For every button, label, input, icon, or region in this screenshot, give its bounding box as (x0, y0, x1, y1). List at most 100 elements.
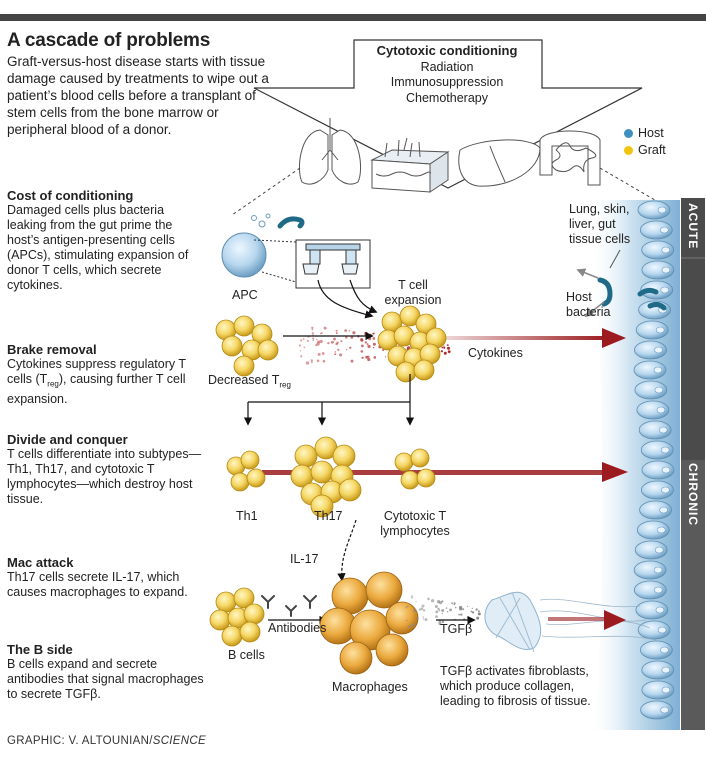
ctl-cell (394, 452, 414, 472)
section-heading: Divide and conquer (7, 432, 128, 447)
tissue-cell-nucleus (653, 566, 663, 574)
tissue-cell (637, 620, 671, 640)
particle (443, 351, 447, 355)
host-bacteria-icons (597, 277, 667, 311)
particle (366, 343, 369, 346)
tissue-cell-nucleus (658, 426, 668, 434)
tissue-cell (636, 520, 670, 540)
tissue-cell (640, 700, 673, 720)
tissue-cell-nucleus (654, 546, 664, 554)
t-cell (395, 361, 417, 383)
tissue-cell (640, 440, 674, 460)
apc-cell (221, 213, 305, 278)
particle (345, 349, 348, 351)
conditioning-heading: Cytotoxic conditioning (376, 43, 518, 58)
particle (434, 605, 438, 608)
particle (447, 350, 451, 353)
section-body: Th17 cells secrete IL-17, which causes m… (7, 570, 188, 599)
label-tissue-cells: Lung, skin, liver, gut tissue cells (569, 202, 631, 246)
tissue-cell (641, 680, 675, 700)
particle (413, 610, 416, 613)
particle (478, 610, 480, 613)
particle (330, 340, 334, 344)
particle (460, 613, 463, 616)
th17-cells (290, 436, 362, 518)
particle (361, 344, 364, 348)
tissue-cell-nucleus (656, 526, 666, 534)
particle (327, 341, 330, 345)
macrophage-cluster (319, 571, 419, 675)
tissue-cell (641, 480, 674, 500)
particle (422, 609, 426, 612)
conditioning-item: Radiation (420, 59, 474, 74)
particle (365, 355, 368, 359)
particle (449, 608, 452, 612)
fibroblast-icon (484, 591, 542, 653)
particle (405, 606, 408, 609)
particle (411, 597, 413, 599)
graphic-credit: GRAPHIC: V. ALTOUNIAN/SCIENCE (7, 735, 206, 747)
section-the-b-side: The B side B cells expand and secrete an… (7, 642, 207, 702)
particle (317, 352, 321, 356)
particle (458, 613, 460, 616)
particle (476, 616, 480, 620)
particle (410, 623, 413, 626)
particle (312, 334, 314, 336)
particle (435, 615, 438, 618)
label-tgfb: TGFβ (440, 622, 473, 636)
particle (384, 356, 387, 358)
particle (435, 610, 439, 614)
particle (372, 347, 375, 349)
particle (462, 608, 465, 611)
section-heading: The B side (7, 642, 73, 657)
particle (441, 620, 445, 623)
particle (367, 357, 371, 362)
section-heading: Brake removal (7, 342, 97, 357)
label-cytokines: Cytokines (468, 346, 523, 360)
tissue-cell-nucleus (661, 266, 671, 274)
cytokine-arrowhead (602, 328, 626, 348)
particle (466, 605, 469, 607)
tissue-cell (639, 220, 673, 240)
tissue-cell-nucleus (660, 706, 669, 714)
label-il17: IL-17 (290, 552, 319, 566)
label-antibodies: Antibodies (268, 621, 327, 635)
particle (477, 612, 481, 616)
particle (441, 600, 444, 603)
particle (459, 607, 463, 611)
particle (334, 353, 336, 356)
particle (310, 359, 313, 362)
particle (312, 339, 315, 342)
particle (335, 329, 338, 332)
tissue-cell (634, 540, 668, 560)
particle (441, 346, 444, 349)
legend: Host Graft (624, 126, 666, 157)
tissue-cell (636, 400, 670, 420)
section-body: T cells differentiate into subtypes—Th1,… (7, 447, 202, 506)
tissue-cell (633, 360, 667, 380)
particle (345, 336, 348, 339)
particle (311, 332, 314, 335)
tissue-cell (634, 380, 668, 400)
macrophage (385, 601, 419, 635)
tissue-cell-nucleus (659, 226, 669, 234)
particle (405, 619, 408, 622)
particle (443, 346, 446, 349)
b-cell (233, 587, 255, 609)
particle (360, 350, 364, 353)
tissue-cell-nucleus (655, 326, 665, 334)
particle (471, 611, 475, 614)
label-chronic: CHRONIC (686, 463, 700, 526)
chronic-arrow-shaft (262, 470, 608, 475)
section-brake-removal: Brake removal Cytokines suppress regulat… (7, 342, 207, 407)
particle (408, 624, 412, 629)
treg-cell (221, 335, 243, 357)
section-heading: Cost of conditioning (7, 188, 134, 203)
intro-text: Graft-versus-host disease starts with ti… (7, 54, 269, 137)
b-cells (209, 587, 265, 647)
particle (431, 599, 435, 603)
section-cost-of-conditioning: Cost of conditioning Damaged cells plus … (7, 188, 207, 293)
particle (334, 351, 337, 353)
t-cell (413, 359, 435, 381)
